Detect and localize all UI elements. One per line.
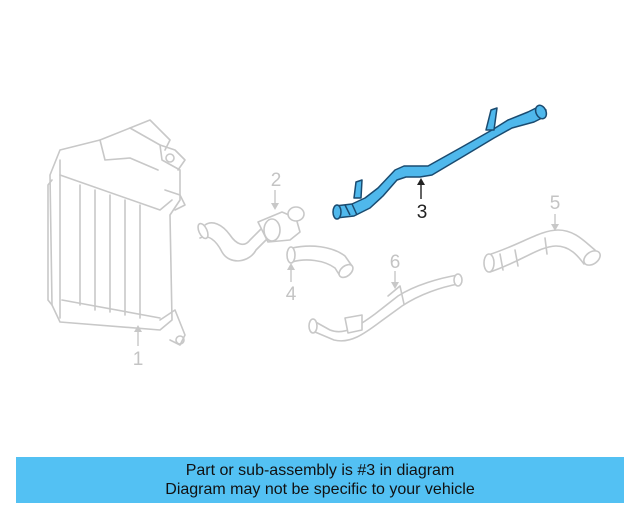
callout-label-4: 4 <box>286 284 297 305</box>
callout-label-3: 3 <box>417 202 428 223</box>
callout-5: 5 <box>550 193 561 231</box>
callout-3: 3 <box>417 178 428 223</box>
banner-line-2: Diagram may not be specific to your vehi… <box>165 481 475 498</box>
callout-label-5: 5 <box>550 193 561 214</box>
banner-line-1: Part or sub-assembly is #3 in diagram <box>185 462 455 479</box>
callout-1: 1 <box>133 325 144 370</box>
part-1-radiator <box>47 119 186 346</box>
part-6-pipe <box>308 273 463 342</box>
part-4-hose <box>286 245 354 279</box>
parts-diagram: 1 2 3 4 5 6 <box>47 104 601 370</box>
callout-label-2: 2 <box>271 170 282 191</box>
part-3-pipe-highlighted <box>332 104 548 220</box>
callout-label-6: 6 <box>390 252 401 273</box>
callout-6: 6 <box>390 252 401 289</box>
callout-2: 2 <box>271 170 282 210</box>
part-5-hose <box>483 229 601 273</box>
part-2-hose <box>197 206 305 262</box>
callout-4: 4 <box>286 263 297 305</box>
callout-label-1: 1 <box>133 349 144 370</box>
info-banner: Part or sub-assembly is #3 in diagram Di… <box>16 457 624 503</box>
